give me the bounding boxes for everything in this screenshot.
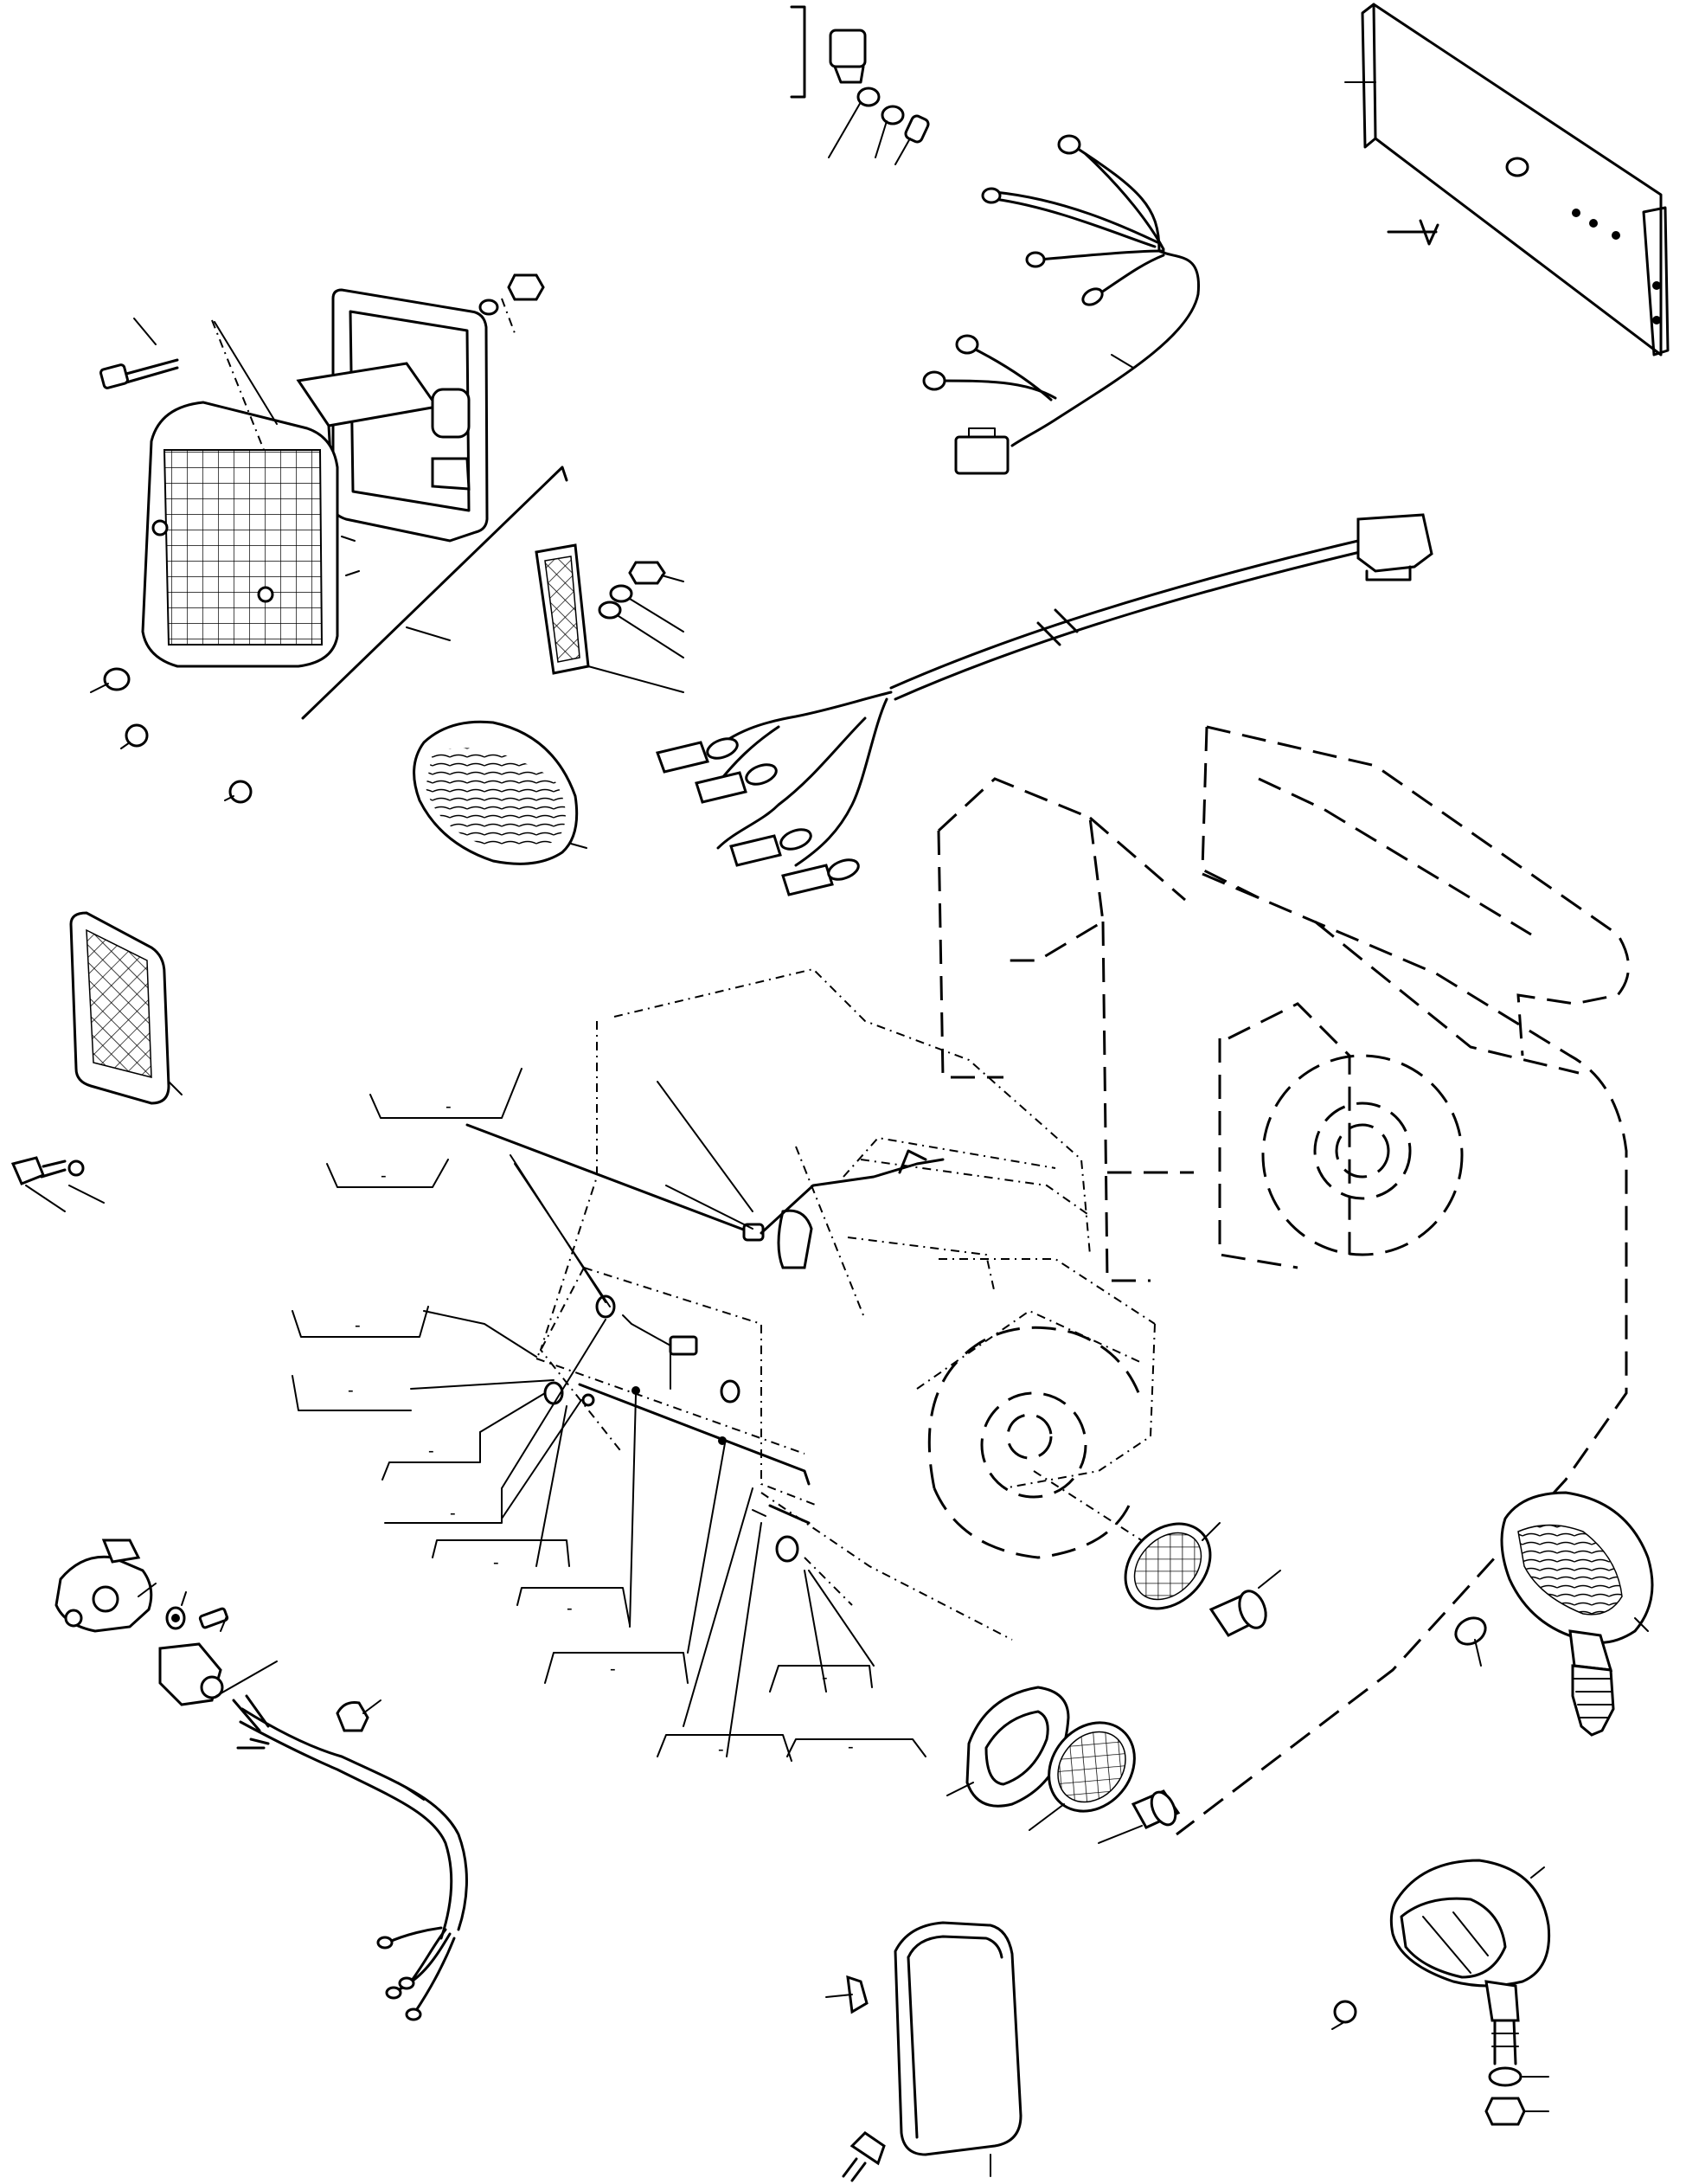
- rear-lamp-assembly: [90, 273, 568, 804]
- screw-small-1: [90, 667, 131, 693]
- callout-mark: -: [567, 1599, 573, 1618]
- callout-mark: -: [493, 1553, 499, 1572]
- callout-mark: -: [718, 1740, 724, 1759]
- callout-group: - - - - - - - - - - - -: [292, 1068, 926, 1762]
- switch-part: [790, 5, 930, 165]
- callout-mark: -: [822, 1668, 828, 1687]
- vehicle-mounted-parts: [465, 1123, 945, 1606]
- round-lamp-lens: [413, 720, 587, 865]
- wiring-harness-upper: [922, 134, 1201, 475]
- work-lamp-upper: [1454, 1491, 1654, 1737]
- callout-mark: -: [450, 1504, 456, 1523]
- wiring-harness-lower: [656, 513, 1433, 896]
- round-lamp-lower: [946, 1686, 1181, 1844]
- callout-mark: -: [355, 1316, 361, 1335]
- screw-small-3: [224, 780, 253, 804]
- side-marker-lamp: [825, 1921, 1022, 2182]
- round-reflector-upper: [1124, 1522, 1281, 1637]
- trailer-socket: [54, 1538, 468, 2021]
- reflector-left: [10, 911, 183, 1212]
- callout-mark: -: [446, 1097, 452, 1116]
- callout-mark: -: [348, 1381, 354, 1400]
- work-lamp-lower: [1331, 1859, 1551, 2126]
- callout-mark: -: [848, 1738, 854, 1757]
- callout-mark: -: [610, 1660, 616, 1679]
- screw-small-2: [120, 723, 149, 749]
- reflector-upper: [535, 543, 684, 693]
- mounting-plate: [1344, 3, 1670, 357]
- callout-mark: -: [381, 1166, 387, 1185]
- callout-mark: -: [428, 1442, 434, 1461]
